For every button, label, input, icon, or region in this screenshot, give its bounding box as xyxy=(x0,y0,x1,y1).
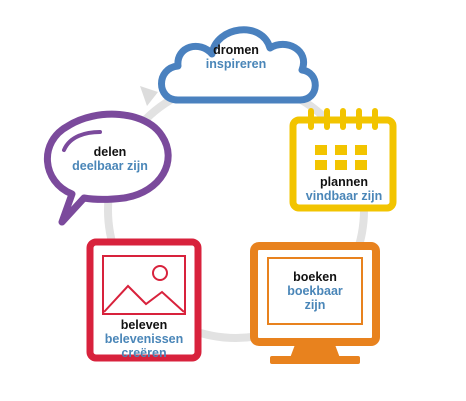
step-dromen: dromen inspireren xyxy=(186,43,286,71)
monitor-icon xyxy=(250,242,380,364)
cloud-icon xyxy=(158,26,319,104)
step-boeken-subtitle: boekbaar zijn xyxy=(287,284,343,312)
cycle-arrowhead xyxy=(140,86,158,106)
speech-bubble-icon xyxy=(43,110,172,226)
step-dromen-title: dromen xyxy=(213,43,259,57)
step-delen-subtitle: deelbaar zijn xyxy=(72,159,148,173)
step-boeken: boeken boekbaar zijn xyxy=(282,270,348,312)
step-boeken-title: boeken xyxy=(293,270,337,284)
step-plannen-subtitle: vindbaar zijn xyxy=(305,189,383,203)
calendar-icon xyxy=(289,108,397,212)
step-dromen-subtitle: inspireren xyxy=(205,57,267,71)
picture-icon xyxy=(86,238,202,362)
step-delen: delen deelbaar zijn xyxy=(60,145,160,173)
step-plannen-title: plannen xyxy=(320,175,368,189)
step-beleven: beleven belevenissen creëren xyxy=(96,318,192,360)
step-delen-title: delen xyxy=(93,145,127,159)
step-plannen: plannen vindbaar zijn xyxy=(294,175,394,203)
step-beleven-subtitle: belevenissen creëren xyxy=(104,332,184,360)
step-beleven-title: beleven xyxy=(120,318,168,332)
